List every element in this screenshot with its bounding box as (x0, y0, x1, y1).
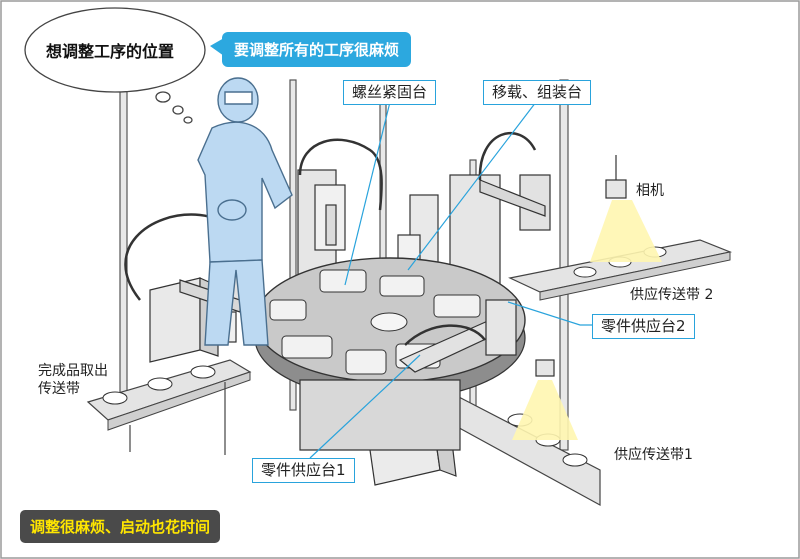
supply-conveyor-1 (428, 394, 601, 507)
supply-conveyor-2 (508, 239, 733, 301)
camera-top (605, 155, 627, 199)
top-tag: 要调整所有的工序很麻烦 (222, 32, 412, 67)
callout-transfer-station: 移载、组装台 (483, 80, 592, 105)
label-output-conveyor-line1: 完成品取出 (38, 363, 108, 379)
label-output-conveyor-line2: 传送带 (38, 381, 80, 397)
callout-parts-feed-1: 零件供应台1 (252, 458, 355, 483)
label-camera: 相机 (636, 183, 664, 199)
camera-light-cone-bottom (512, 380, 578, 440)
callout-leaders (309, 101, 592, 459)
worker-figure (197, 77, 293, 346)
camera-bottom (535, 359, 555, 377)
machine-base (299, 379, 461, 451)
bottom-tag: 调整很麻烦、启动也花时间 (20, 510, 221, 543)
thought-bubble (24, 7, 206, 124)
thought-bubble-text: 想调整工序的位置 (46, 42, 175, 61)
callout-screw-station: 螺丝紧固台 (343, 80, 437, 105)
callout-parts-feed-2: 零件供应台2 (592, 314, 695, 339)
label-conveyor-2: 供应传送带 2 (630, 287, 714, 303)
output-conveyor (86, 359, 252, 455)
robot-cabinet-back-left (297, 169, 346, 281)
label-conveyor-1: 供应传送带1 (614, 447, 693, 463)
camera-light-cone-top (590, 200, 662, 262)
top-tag-pointer (210, 38, 224, 56)
